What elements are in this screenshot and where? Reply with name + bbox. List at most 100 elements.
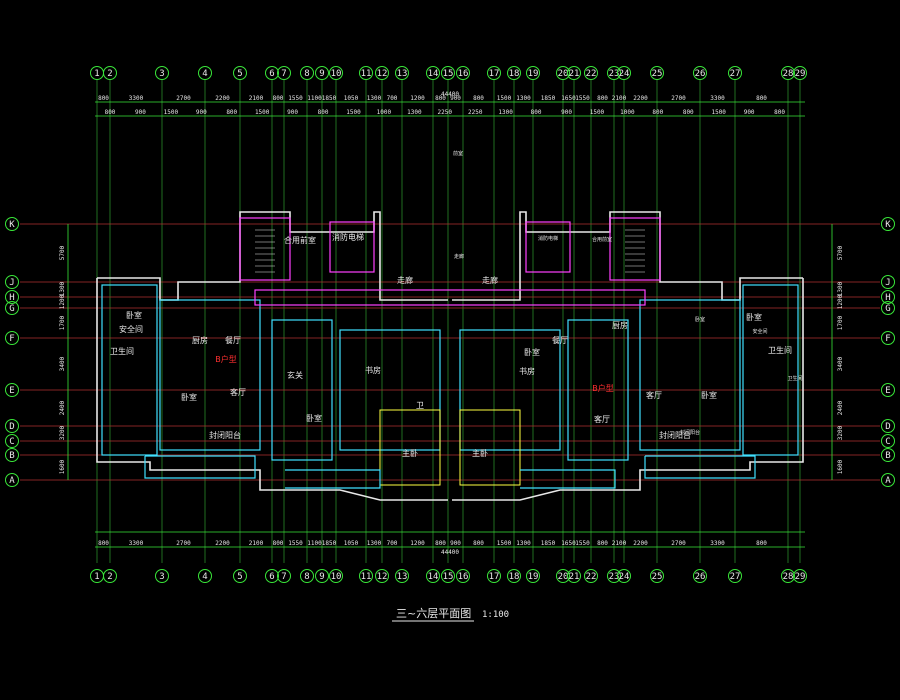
axis-bubble-17-top: 17 xyxy=(487,66,501,80)
axis-label: 20 xyxy=(558,69,569,79)
room-label: 卧室 xyxy=(746,312,762,322)
axis-label: B xyxy=(9,451,14,461)
dim-top-2: 900 xyxy=(561,109,572,116)
axis-bubble-16-bottom: 16 xyxy=(456,569,470,583)
annotation: 封闭阳台 xyxy=(680,429,700,436)
axis-bubble-4-top: 4 xyxy=(198,66,212,80)
dim-right: 1600 xyxy=(837,459,844,474)
stair-right xyxy=(609,217,661,281)
dim-left: 5700 xyxy=(59,245,66,260)
axis-label: 18 xyxy=(509,572,520,582)
dim-top-1: 800 xyxy=(98,95,109,102)
axis-label: 29 xyxy=(795,69,806,79)
dim-top-2: 1000 xyxy=(620,109,635,116)
balcony-left xyxy=(144,455,256,479)
axis-grid xyxy=(20,80,880,563)
room-label: 餐厅 xyxy=(225,336,241,345)
axis-label: 16 xyxy=(458,572,469,582)
total-width-bottom: 44400 xyxy=(441,549,459,556)
total-width-top: 44400 xyxy=(441,91,459,98)
room-label: 封闭阳台 xyxy=(659,430,691,440)
axis-label: 7 xyxy=(281,69,286,79)
room-label: 卫生间 xyxy=(110,346,134,356)
dim-top-2: 1500 xyxy=(711,109,726,116)
dim-right: 1200 xyxy=(837,294,844,309)
dim-right: 1300 xyxy=(837,281,844,296)
annotation: 安全间 xyxy=(752,328,767,335)
dim-bottom: 1850 xyxy=(541,540,556,547)
dim-top-2: 1500 xyxy=(346,109,361,116)
dim-left: 1700 xyxy=(59,315,66,330)
dim-top-2: 1300 xyxy=(498,109,513,116)
axis-label: 5 xyxy=(237,572,242,582)
room-label: 书房 xyxy=(519,366,535,376)
axis-bubble-5-top: 5 xyxy=(233,66,247,80)
elevator-left xyxy=(329,221,375,273)
dim-bottom: 2200 xyxy=(633,540,648,547)
dim-top-1: 2100 xyxy=(249,95,264,102)
axis-label: 2 xyxy=(107,572,112,582)
dim-left: 1600 xyxy=(59,459,66,474)
room-label: 封闭阳台 xyxy=(209,430,241,440)
axis-bubble-27-bottom: 27 xyxy=(728,569,742,583)
dim-top-1: 800 xyxy=(435,95,446,102)
room-label: 走廊 xyxy=(397,275,413,285)
axis-bubble-14-top: 14 xyxy=(426,66,440,80)
dim-top-2: 900 xyxy=(196,109,207,116)
axis-label: K xyxy=(885,220,891,230)
unit-left-outer xyxy=(101,284,158,456)
axis-bubble-13-bottom: 13 xyxy=(395,569,409,583)
dim-bottom: 1300 xyxy=(516,540,531,547)
axis-label: 4 xyxy=(202,572,207,582)
axis-label: 15 xyxy=(443,572,454,582)
dim-top-1: 1300 xyxy=(367,95,382,102)
dim-top-2: 2250 xyxy=(438,109,453,116)
axis-label: 25 xyxy=(652,572,663,582)
dim-bottom: 3300 xyxy=(710,540,725,547)
axis-bubble-24-top: 24 xyxy=(617,66,631,80)
room-labels: 合用前室消防电梯走廊走廊客厅卧室餐厅厨房卫生间卧室主卧卧室书房卫玄关客厅卧室厨房… xyxy=(110,150,803,458)
axis-label: G xyxy=(885,304,890,314)
annotation: 前室 xyxy=(453,150,463,157)
dim-top-1: 800 xyxy=(273,95,284,102)
axis-label: A xyxy=(885,476,891,486)
room-label: 客厅 xyxy=(230,387,246,397)
master-right xyxy=(459,409,521,486)
dim-right: 5700 xyxy=(837,245,844,260)
balcony-right xyxy=(644,455,756,479)
unit-type-label: B户型 xyxy=(215,354,237,364)
axis-bubble-K-right: K xyxy=(881,217,895,231)
dim-top-2: 800 xyxy=(226,109,237,116)
dim-top-1: 2200 xyxy=(215,95,230,102)
room-label: 走廊 xyxy=(482,275,498,285)
axis-label: 1 xyxy=(94,572,99,582)
axis-label: 4 xyxy=(202,69,207,79)
axis-label: 29 xyxy=(795,572,806,582)
axis-bubble-G-right: G xyxy=(881,301,895,315)
axis-bubble-25-top: 25 xyxy=(650,66,664,80)
dim-right: 2400 xyxy=(837,400,844,415)
axis-label: 17 xyxy=(489,572,500,582)
axis-bubbles: 1122334455667788991010111112121313141415… xyxy=(5,66,895,583)
annotation: 卧室 xyxy=(695,316,705,323)
axis-bubble-H-right: H xyxy=(881,290,895,304)
room-label: 主卧 xyxy=(402,448,418,458)
axis-label: 26 xyxy=(695,69,706,79)
axis-bubble-22-top: 22 xyxy=(584,66,598,80)
elevator-right xyxy=(525,221,571,273)
axis-bubble-E-left: E xyxy=(5,383,19,397)
axis-label: 10 xyxy=(331,69,342,79)
dim-top-2: 1500 xyxy=(164,109,179,116)
axis-label: 15 xyxy=(443,69,454,79)
dim-top-2: 900 xyxy=(744,109,755,116)
axis-label: K xyxy=(9,220,15,230)
dim-bottom: 1500 xyxy=(497,540,512,547)
axis-label: 13 xyxy=(397,572,408,582)
room-label: 合用前室 xyxy=(284,235,316,245)
axis-bubble-C-right: C xyxy=(881,434,895,448)
axis-bubble-C-left: C xyxy=(5,434,19,448)
axis-label: 6 xyxy=(269,69,274,79)
dim-top-1: 1300 xyxy=(516,95,531,102)
axis-label: 20 xyxy=(558,572,569,582)
axis-bubble-22-bottom: 22 xyxy=(584,569,598,583)
